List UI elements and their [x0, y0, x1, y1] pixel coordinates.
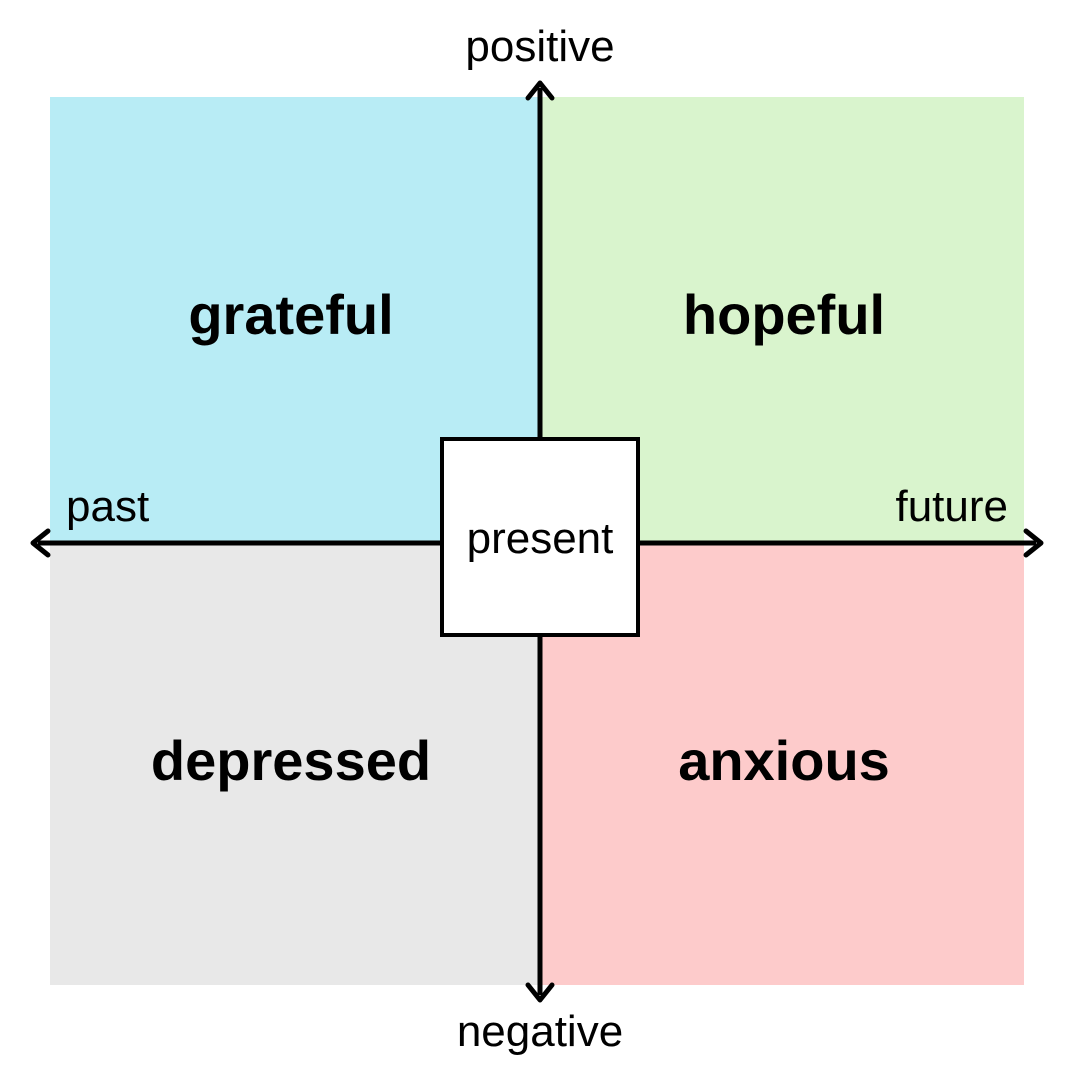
center-label: present [467, 514, 614, 563]
arrow-up-icon [525, 80, 555, 101]
quadrant-label-bottom-right: anxious [678, 729, 890, 792]
axis-label-left: past [66, 482, 149, 531]
arrow-down-icon [525, 982, 555, 1003]
arrow-right-icon [1023, 528, 1044, 558]
axis-label-bottom: negative [457, 1007, 623, 1056]
quadrant-label-top-left: grateful [188, 283, 393, 346]
arrow-left-icon [30, 528, 51, 558]
quadrant-label-bottom-left: depressed [151, 729, 431, 792]
center-box [440, 437, 640, 637]
axis-label-right: future [895, 482, 1008, 531]
quadrant-label-top-right: hopeful [683, 283, 885, 346]
axis-label-top: positive [465, 22, 614, 71]
